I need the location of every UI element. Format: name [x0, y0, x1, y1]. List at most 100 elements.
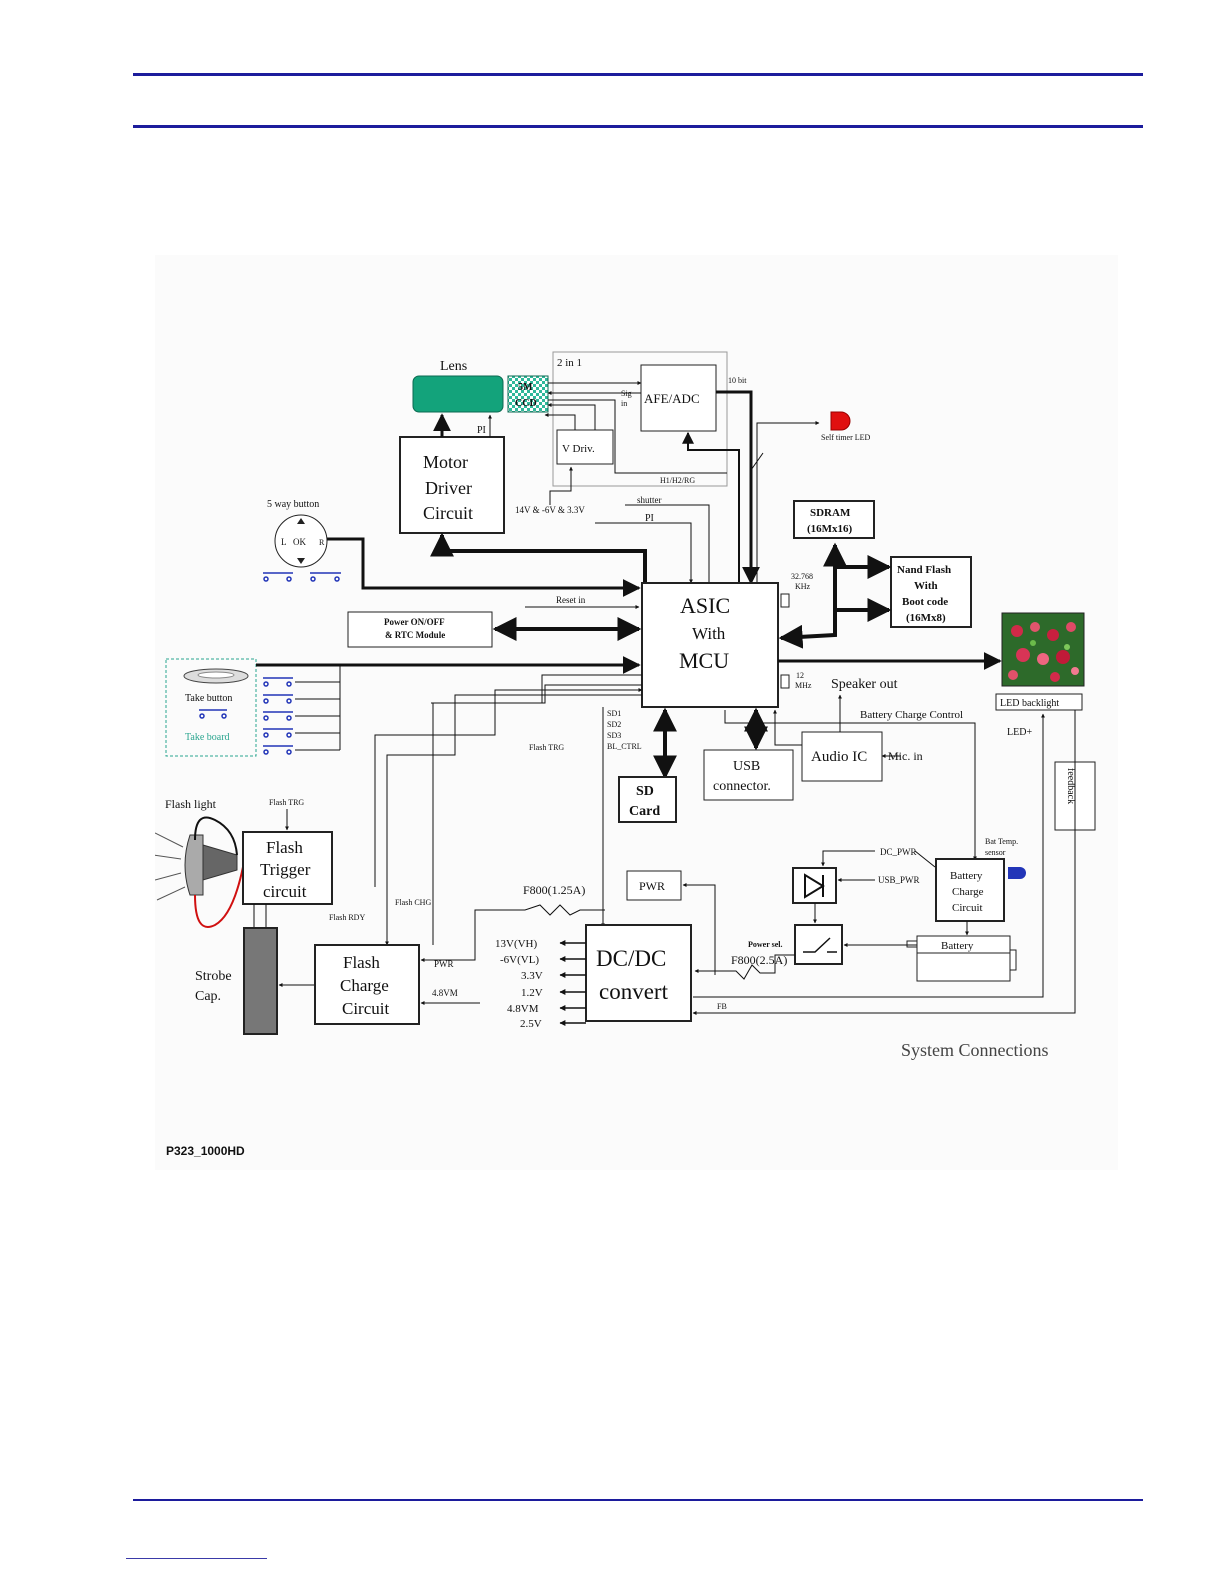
power-switch-icon [803, 937, 837, 953]
ccd-sensor [507, 375, 549, 413]
battery-charge-label-3: Circuit [952, 902, 983, 914]
line-battery-charge-control [724, 710, 977, 861]
sdram-label-2: (16Mx16) [807, 523, 853, 535]
mic-in-label: Mic. in [888, 749, 923, 763]
sd-card-label-1: SD [636, 784, 654, 799]
two-in-one-box [552, 351, 728, 487]
take-button-label: Take button [185, 693, 232, 704]
f800-1-label: F800(1.25A) [523, 883, 585, 897]
line-switch-fuse [694, 954, 795, 980]
line-flash-trg [432, 684, 642, 945]
footer-link-underline[interactable] [126, 1558, 267, 1559]
sdram-box [793, 500, 875, 539]
line-fiveway-asic [327, 537, 641, 597]
two-in-one-label: 2 in 1 [557, 357, 582, 369]
line-asic-motor [430, 532, 647, 588]
flash-trigger-label-2: Trigger [260, 860, 311, 879]
output-12v: 1.2V [521, 987, 543, 999]
five-way-ok: OK [293, 537, 306, 547]
pwr-label: PWR [434, 959, 454, 969]
output-25v: 2.5V [520, 1018, 542, 1030]
temp-sensor-icon [1008, 867, 1026, 879]
five-way-button-icon [274, 514, 328, 568]
take-board-label: Take board [185, 732, 230, 743]
usb-connector-box [703, 749, 794, 801]
shutter-label: shutter [637, 495, 662, 505]
battery-charge-label-1: Battery [950, 870, 983, 882]
f800-2-label: F800(2.5A) [731, 953, 787, 967]
power-switch-box [794, 924, 843, 965]
battery-charge-label-2: Charge [952, 886, 984, 898]
flash-trigger-label-3: circuit [263, 882, 307, 901]
dcdc-label-1: DC/DC [596, 946, 666, 971]
reset-in-label: Reset in [556, 595, 586, 605]
power-onoff-box [347, 611, 493, 648]
asic-label-3: MCU [679, 648, 729, 673]
motor-driver-label-1: Motor [423, 452, 468, 472]
line-asic-audio [773, 709, 802, 746]
strobe-cap-icon [243, 927, 278, 1035]
output-33v: 3.3V [521, 970, 543, 982]
nand-label-2: With [914, 580, 938, 592]
pi-mid-label: PI [645, 513, 654, 524]
self-timer-led-label: Self timer LED [821, 433, 871, 442]
lens-label: Lens [440, 359, 467, 374]
line-afe-asic-data [716, 390, 760, 585]
led-backlight-label: LED backlight [1000, 698, 1059, 709]
ccd-label-2: CCD [515, 398, 537, 409]
five-way-label: 5 way button [267, 499, 319, 510]
sd-signal-2: SD2 [607, 720, 621, 729]
output-6v: -6V(VL) [500, 954, 539, 966]
dcdc-box [585, 924, 692, 1022]
v-driv-label: V Driv. [562, 443, 595, 455]
bat-temp-label-1: Bat Temp. [985, 837, 1018, 846]
output-48vm: 4.8VM [507, 1003, 539, 1015]
diagram-svg: Lens 5M CCD 2 in 1 AFE/ADC 10 bit Sig in… [152, 351, 1096, 1060]
sig-in-label-2: in [621, 399, 627, 408]
flash-trg-label-1: Flash TRG [529, 743, 564, 752]
usb-label-2: connector. [713, 779, 771, 794]
sd-signal-1: SD1 [607, 709, 621, 718]
footer-rule [133, 1499, 1143, 1501]
audio-ic-label: Audio IC [811, 749, 867, 765]
flash-charge-box [314, 944, 420, 1025]
system-connections-diagram: Lens 5M CCD 2 in 1 AFE/ADC 10 bit Sig in… [152, 255, 1118, 1170]
pwr-box-label: PWR [639, 879, 665, 893]
ccd-label-1: 5M [518, 382, 533, 393]
xtal1-label-2: KHz [795, 582, 811, 591]
line-flash-rdy-2 [374, 688, 643, 887]
strobe-cap-label-2: Cap. [195, 989, 221, 1004]
take-board-switches [263, 677, 293, 755]
flash-charge-label-1: Flash [343, 953, 380, 972]
battery-charge-box [935, 858, 1005, 922]
line-pwr-box [682, 883, 716, 975]
diagram-caption: System Connections [901, 1040, 1049, 1060]
line-vdriv-ccd [544, 413, 576, 430]
battery-terminal [1009, 949, 1017, 971]
line-h1h2rg [548, 399, 727, 474]
self-timer-slash [750, 452, 764, 471]
take-button-switch [199, 709, 227, 719]
take-board-panel [165, 658, 257, 757]
line-shutter [625, 504, 710, 583]
battery-label: Battery [941, 940, 974, 952]
feedback-label: feedback [1065, 768, 1076, 804]
power-sel-label: Power sel. [748, 940, 783, 949]
lens-barrel [412, 375, 504, 413]
line-self-timer [756, 421, 820, 583]
dcdc-output-arrows [559, 940, 586, 1026]
xtal2-label-1: 12 [796, 671, 804, 680]
line-fuse-1 [475, 904, 605, 916]
v48-in-label: 4.8VM [432, 988, 458, 998]
voltages-ccd-label: 14V & -6V & 3.3V [515, 505, 585, 515]
header-rule-bottom [133, 125, 1143, 128]
led-backlight-box [995, 693, 1083, 711]
xtal1-icon [780, 593, 790, 608]
diode-icon [804, 873, 825, 899]
battery-tab [906, 940, 918, 948]
flash-trigger-box [242, 831, 333, 905]
sd-card-label-2: Card [629, 804, 660, 819]
power-onoff-label-1: Power ON/OFF [384, 617, 445, 627]
flash-charge-label-3: Circuit [342, 999, 389, 1018]
sd-card-box [618, 776, 677, 823]
